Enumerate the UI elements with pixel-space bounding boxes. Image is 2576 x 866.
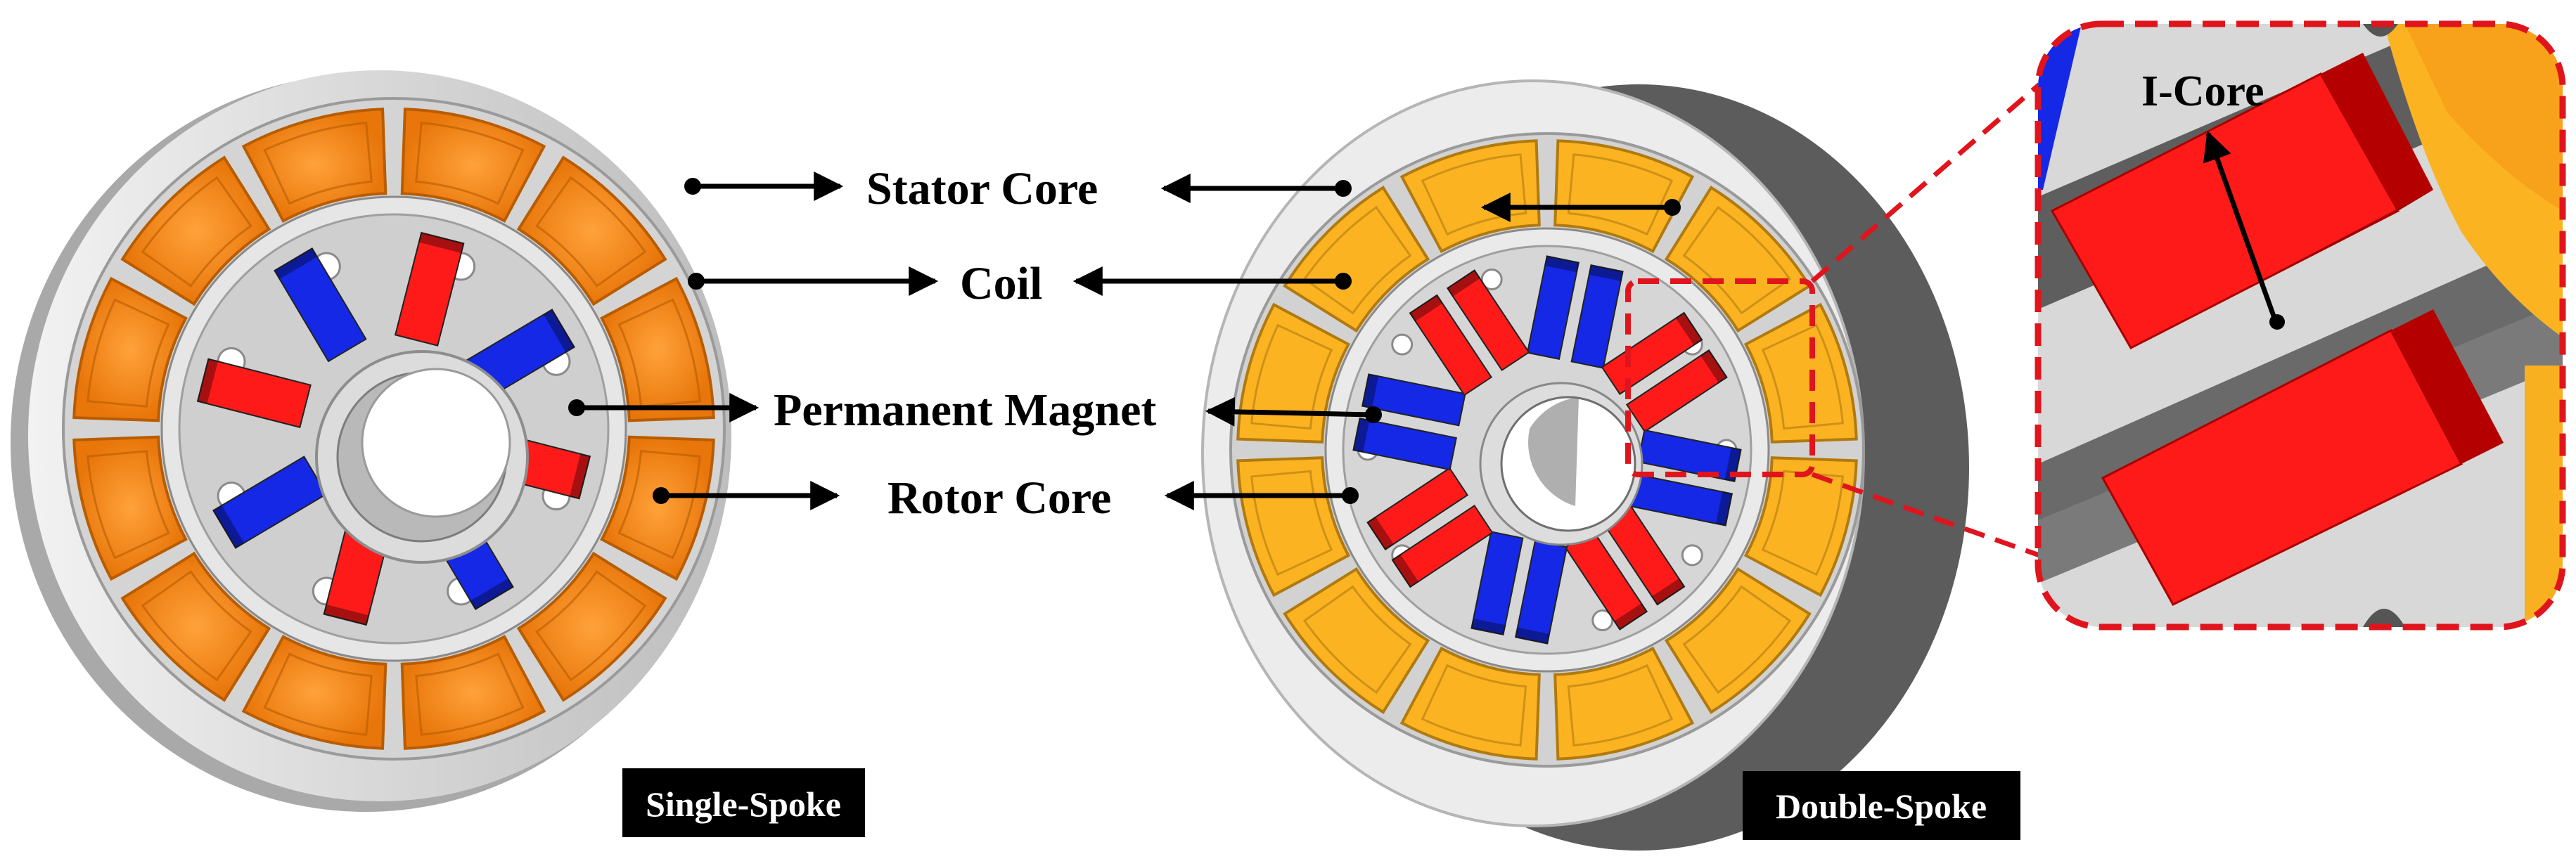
single-spoke-motor: [11, 70, 731, 812]
coil-segment: [516, 155, 667, 306]
left-shaft-bore: [361, 368, 511, 518]
i-core-label: I-Core: [2141, 67, 2264, 115]
rotor-hole: [1681, 544, 1703, 567]
right-magnets: [1352, 255, 1742, 645]
zoom-inset-border: [2034, 20, 2566, 631]
magnet-blue: [212, 455, 328, 549]
coil-segment: [600, 276, 715, 422]
coil-segment: [1743, 302, 1858, 444]
coil-segment: [120, 155, 271, 306]
coil-segment: [1553, 139, 1695, 254]
magnet-red: [1409, 294, 1493, 396]
left-coil-ring: [72, 108, 715, 750]
magnet-blue: [1526, 255, 1579, 360]
magnet-blue: [1470, 531, 1524, 636]
magnet-blue: [1352, 418, 1457, 471]
magnet-red: [1446, 269, 1530, 372]
magnet-red: [1366, 467, 1469, 551]
rotor-core-label: Rotor Core: [887, 472, 1111, 524]
magnet-red: [1564, 528, 1648, 631]
zoom-connector-top: [1810, 82, 2042, 283]
magnet-blue: [1570, 264, 1624, 369]
zoom-magnet-top: [2050, 53, 2433, 349]
coil-segment: [1236, 456, 1351, 597]
single-spoke-tag-text: Single-Spoke: [646, 784, 841, 824]
i-core-arrow: [2203, 131, 2278, 321]
coil-segment: [600, 435, 715, 581]
double-spoke-motor: [1201, 79, 1969, 851]
double-spoke-tag-text: Double-Spoke: [1776, 787, 1987, 826]
coil-label: Coil: [960, 258, 1042, 309]
coil-segment: [241, 635, 387, 750]
coil-segment: [400, 108, 546, 223]
coil-segment: [1553, 646, 1695, 761]
double-spoke-tag: Double-Spoke: [1743, 771, 2020, 840]
magnet-red: [394, 231, 465, 347]
rotor-hole: [1591, 609, 1614, 632]
magnet-blue: [1637, 429, 1742, 482]
zoom-inset: I-Core: [2034, 20, 2566, 631]
coil-segment: [72, 276, 188, 422]
coil-segment: [1399, 646, 1541, 761]
magnet-red: [1601, 311, 1703, 396]
magnet-blue: [274, 247, 367, 363]
coil-segment: [241, 108, 387, 223]
coil-segment: [72, 435, 188, 581]
magnet-blue: [1361, 373, 1466, 427]
permanent-magnet-label: Permanent Magnet: [774, 384, 1156, 436]
coil-segment: [400, 635, 546, 750]
callouts: Stator Core Coil Permanent Magnet Rotor …: [568, 163, 1681, 524]
rotor-hole: [1480, 268, 1503, 290]
single-spoke-tag: Single-Spoke: [622, 768, 865, 837]
magnet-red: [196, 358, 312, 429]
magnet-red: [1625, 349, 1728, 433]
zoom-connector-bottom: [1811, 472, 2041, 558]
magnet-red: [1391, 504, 1494, 588]
coil-segment: [516, 551, 667, 702]
coil-segment: [1743, 456, 1858, 597]
coil-segment: [1283, 186, 1430, 333]
coil-segment: [1283, 567, 1430, 714]
zoom-selection-box: [1625, 278, 1815, 477]
coil-segment: [1664, 567, 1812, 714]
coil-segment: [120, 551, 271, 702]
coil-segment: [1399, 139, 1541, 254]
rotor-hole: [1391, 333, 1414, 356]
stator-core-label: Stator Core: [866, 163, 1098, 214]
zoom-magnet-bottom: [2101, 309, 2504, 606]
